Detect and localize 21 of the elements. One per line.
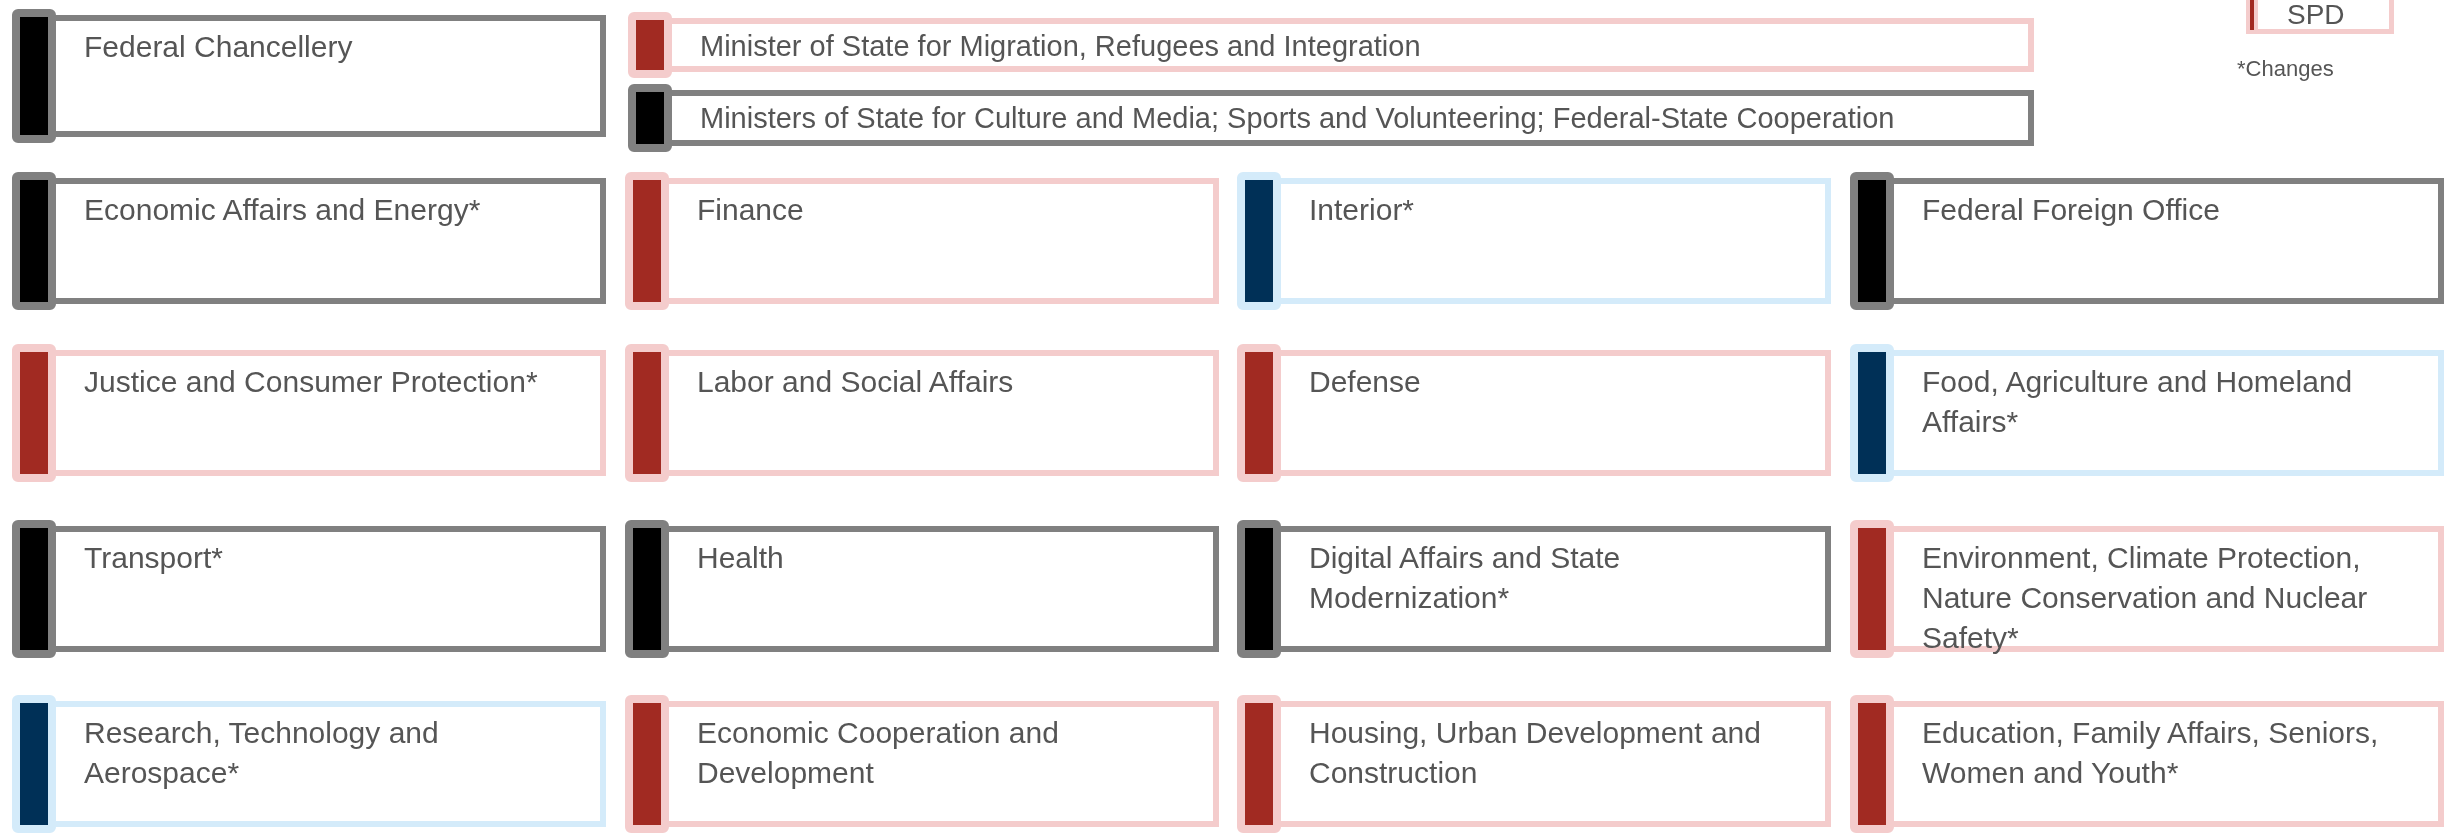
ministry-name: Food, Agriculture and Homeland Affairs* bbox=[1922, 364, 2354, 440]
ministry-name: Defense bbox=[1309, 364, 1422, 400]
ministry-name: Transport* bbox=[84, 540, 224, 576]
ministry-name: Labor and Social Affairs bbox=[697, 364, 1015, 400]
ministry-name: Education, Family Affairs, Seniors, Women and Youth* bbox=[1922, 715, 2380, 791]
ministry-name: Research, Technology and Aerospace* bbox=[84, 715, 440, 791]
ministry-name: Housing, Urban Development and Construction bbox=[1309, 715, 1762, 791]
ministry-name: Health bbox=[697, 540, 785, 576]
note-text: *Changes bbox=[2237, 56, 2334, 82]
legend-label: SPD bbox=[2287, 0, 2345, 31]
ministry-name: Economic Affairs and Energy* bbox=[84, 192, 482, 228]
ministry-name: Minister of State for Migration, Refugees and Integration bbox=[700, 29, 1422, 64]
ministry-name: Justice and Consumer Protection* bbox=[84, 364, 539, 400]
ministry-name: Ministers of State for Culture and Media; Sports and Volunteering; Federal-State Cooperation bbox=[700, 101, 1896, 136]
ministry-name: Federal Chancellery bbox=[84, 29, 354, 65]
ministry-name: Digital Affairs and State Modernization* bbox=[1309, 540, 1622, 616]
ministry-name: Interior* bbox=[1309, 192, 1416, 228]
ministry-name: Economic Cooperation and Development bbox=[697, 715, 1060, 791]
ministry-name: Environment, Climate Protection, Nature Conservation and Nuclear Safety* bbox=[1922, 540, 2369, 656]
ministry-name: Federal Foreign Office bbox=[1922, 192, 2221, 228]
ministry-name: Finance bbox=[697, 192, 805, 228]
